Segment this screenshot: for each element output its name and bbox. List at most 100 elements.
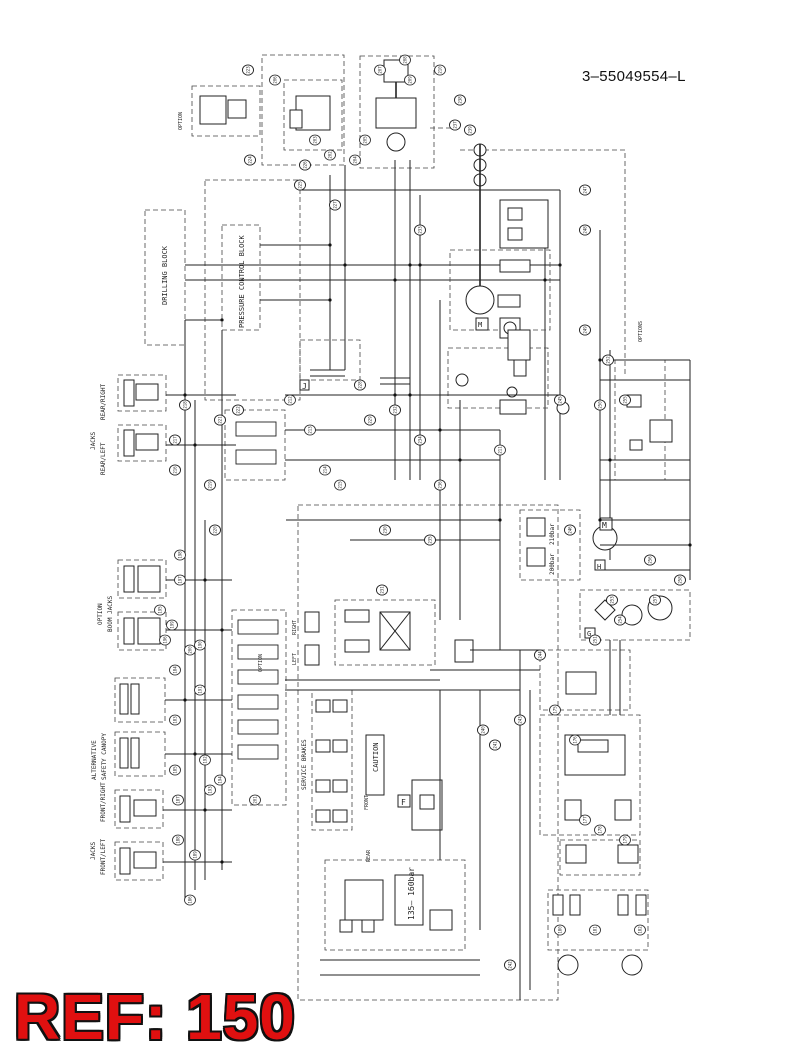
option-cooler <box>447 329 570 415</box>
document-number: 3–55049554–L <box>582 68 686 85</box>
front-label: FRONT <box>364 795 370 810</box>
reference-tag-label: 175 <box>553 706 558 714</box>
reference-tags: 1181231241251261271281291401411421431441… <box>154 54 692 971</box>
rear-jacks-title: JACKS <box>90 432 97 450</box>
front-jacks-title: JACKS <box>90 842 97 860</box>
reference-tag: 225 <box>294 179 306 191</box>
reference-tag: 198 <box>174 549 186 561</box>
junction-dot <box>220 628 224 632</box>
reference-tag-label: 210 <box>438 66 443 74</box>
reference-tag: 191 <box>194 684 206 696</box>
junction-dot <box>343 263 347 267</box>
reference-tag-label: 247 <box>583 186 588 194</box>
reference-tag: 258 <box>674 574 686 586</box>
boom-jacks: OPTION BOOM JACKS <box>97 559 167 651</box>
junction-dot <box>408 263 412 267</box>
reference-tag-label: 193 <box>208 786 213 794</box>
reference-tag: 227 <box>329 199 341 211</box>
reference-tag-label: 178 <box>598 826 603 834</box>
reference-tag-label: 206 <box>273 76 278 84</box>
steer-right-label: RIGHT <box>292 620 298 635</box>
reference-tag: 203 <box>309 134 321 146</box>
reference-tag: 188 <box>172 834 184 846</box>
main-valve-stack: OPTION <box>231 609 287 806</box>
reference-tag-label: 198 <box>178 551 183 559</box>
reference-tag-label: 256 <box>648 556 653 564</box>
reference-tag: 202 <box>324 149 336 161</box>
pump-assembly: M <box>449 199 551 339</box>
reference-tag: 232 <box>389 404 401 416</box>
reference-tag: 231 <box>376 584 388 596</box>
label-m2: M <box>602 521 607 530</box>
reference-tag-label: 250 <box>598 401 603 409</box>
reference-tag-label: 222 <box>236 406 241 414</box>
reference-tag: 197 <box>174 574 186 586</box>
reference-tag-label: 223 <box>246 66 251 74</box>
junction-dot <box>193 752 197 756</box>
reference-tag: 246 <box>564 524 576 536</box>
junction-dot <box>438 428 442 432</box>
reference-tag: 243 <box>514 714 526 726</box>
alternative-label: ALTERNATIVE <box>91 740 98 780</box>
pressure-range-label: 135– 160bar <box>407 867 416 920</box>
right-column: OPTIONS <box>600 321 691 580</box>
reference-tag: 192 <box>199 754 211 766</box>
reference-tag-label: 184 <box>173 666 178 674</box>
reference-tag-label: 185 <box>173 766 178 774</box>
reference-tag-label: 201 <box>253 796 258 804</box>
junction-dot <box>193 443 197 447</box>
reference-tag-label: 245 <box>558 396 563 404</box>
reference-tag-label: 188 <box>176 836 181 844</box>
reference-tag-label: 243 <box>518 716 523 724</box>
reference-tag: 249 <box>579 324 591 336</box>
junction-dot <box>328 298 332 302</box>
reference-tag-label: 213 <box>308 426 313 434</box>
reference-tag-label: 241 <box>493 741 498 749</box>
reference-tag-label: 202 <box>328 151 333 159</box>
top-option-cluster: OPTION <box>178 54 435 169</box>
reference-tag: 236 <box>434 479 446 491</box>
reference-tag-label: 177 <box>583 816 588 824</box>
junction-dot <box>183 698 187 702</box>
reference-tag-label: 212 <box>288 396 293 404</box>
reference-tag-label: 216 <box>173 466 178 474</box>
svg-text:OPTION: OPTION <box>178 112 184 130</box>
reference-tag-label: 200 <box>188 646 193 654</box>
front-right-label: FRONT/RIGHT <box>100 782 107 822</box>
reference-tag: 235 <box>424 534 436 546</box>
junction-dot <box>393 393 397 397</box>
reference-tag: 220 <box>209 524 221 536</box>
reference-tag-label: 253 <box>610 596 615 604</box>
reference-tag-label: 248 <box>583 226 588 234</box>
rear-label: REAR <box>366 849 372 862</box>
steer-left-label: LEFT <box>292 653 298 665</box>
reference-tag: 230 <box>379 524 391 536</box>
reference-tag: 176 <box>569 734 581 746</box>
reference-tag: 204 <box>349 154 361 166</box>
reference-tag: 237 <box>449 119 461 131</box>
reference-tag: 222 <box>232 404 244 416</box>
reference-tag-label: 232 <box>393 406 398 414</box>
reference-tag-label: 255 <box>623 396 628 404</box>
junction-dot <box>203 808 207 812</box>
rear-right-label: REAR/RIGHT <box>100 383 107 420</box>
reference-tag-label: 195 <box>158 606 163 614</box>
service-brakes-label: SERVICE BRAKES <box>301 739 308 790</box>
label-g: G <box>587 630 591 638</box>
reference-tag-label: 220 <box>213 526 218 534</box>
reference-tag: 256 <box>644 554 656 566</box>
reference-tag-label: 209 <box>408 76 413 84</box>
reference-tag: 206 <box>269 74 281 86</box>
reference-tag: 212 <box>284 394 296 406</box>
reference-tag-label: 224 <box>248 156 253 164</box>
reference-tag-label: 203 <box>313 136 318 144</box>
drilling-block: DRILLING BLOCK <box>144 209 186 346</box>
reference-tag-label: 246 <box>568 526 573 534</box>
reference-tag: 221 <box>214 414 226 426</box>
brake-accumulator: 135– 160bar <box>320 859 480 976</box>
p200-label: 200bar <box>549 553 556 575</box>
reference-tag-label: 238 <box>458 96 463 104</box>
reference-tag-label: 231 <box>380 586 385 594</box>
reference-tag: 244 <box>534 649 546 661</box>
reference-tag: 218 <box>179 399 191 411</box>
